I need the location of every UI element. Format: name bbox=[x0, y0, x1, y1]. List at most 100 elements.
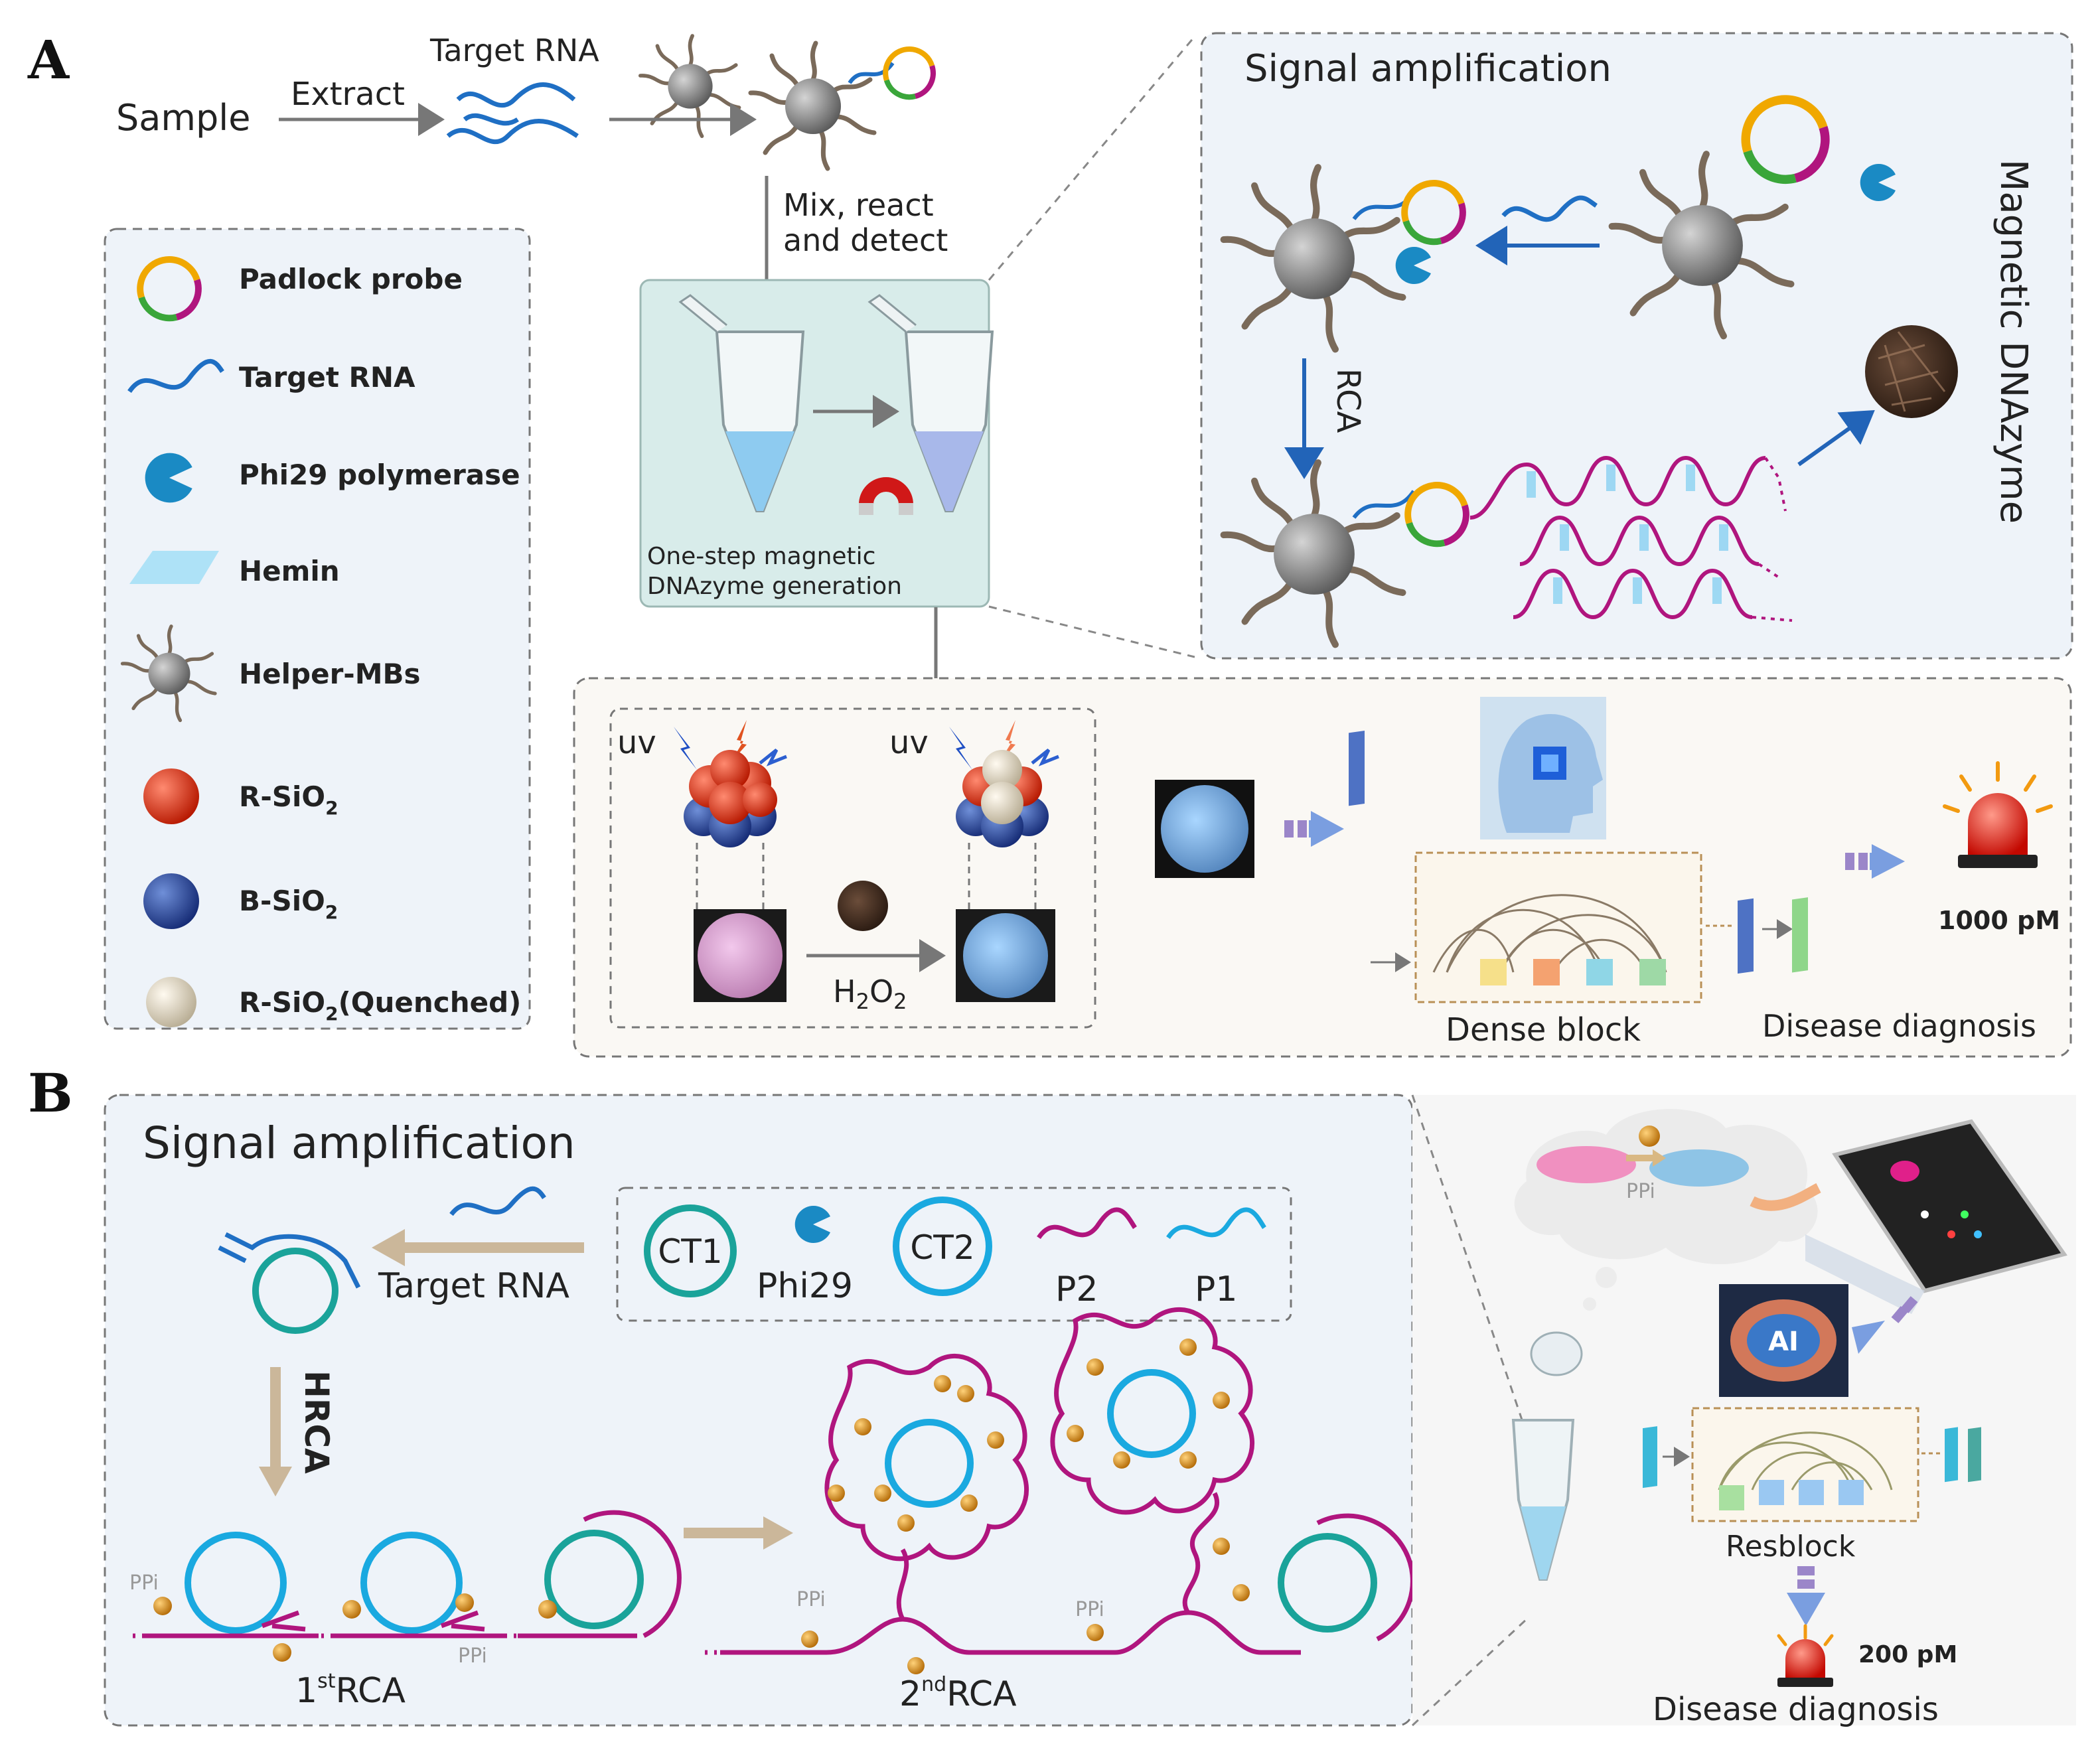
thought-cloud-icon bbox=[1514, 1109, 1818, 1311]
concentration-label-a: 1000 pM bbox=[1938, 906, 2060, 935]
h2o2-label: H2O2 bbox=[833, 974, 907, 1014]
legend-cream-sphere-icon bbox=[146, 977, 196, 1027]
b-ct1-bound-icon bbox=[218, 1232, 361, 1334]
well-pink-icon bbox=[698, 913, 783, 998]
helper-mb-bound-icon bbox=[751, 43, 874, 169]
signal-amp-title-a: Signal amplification bbox=[1244, 47, 1612, 90]
resnet-icon bbox=[1643, 1407, 1981, 1522]
tube-right-icon bbox=[867, 294, 994, 512]
tube-b-icon bbox=[1511, 1331, 1583, 1581]
uv-lightning-right-icon bbox=[949, 720, 1059, 770]
reagent-box bbox=[616, 1187, 1292, 1322]
magnetic-dnazyme-arrow bbox=[1797, 410, 1875, 467]
ai-brain-icon bbox=[1719, 1284, 1848, 1397]
ppi-label-1: PPi bbox=[129, 1571, 159, 1595]
legend-box bbox=[104, 228, 531, 1030]
rca1-group-icon bbox=[133, 1510, 682, 1662]
well-image-icon bbox=[1161, 785, 1248, 873]
zoom-line-b-bottom bbox=[1411, 1618, 1528, 1727]
dense-block-label: Dense block bbox=[1446, 1011, 1641, 1049]
resblock-down-arrow-icon bbox=[1787, 1566, 1825, 1626]
helper-mb-icon bbox=[640, 36, 739, 136]
legend-label-r-sio2: R-SiO2 bbox=[239, 780, 338, 819]
legend-target-rna-icon bbox=[127, 358, 224, 394]
uv-lightning-left-icon bbox=[674, 720, 787, 770]
resblock-label: Resblock bbox=[1726, 1530, 1856, 1564]
panel-b-letter: B bbox=[28, 1062, 73, 1124]
legend-red-sphere-icon bbox=[143, 768, 199, 824]
b-target-rna-icon bbox=[449, 1186, 546, 1216]
p2-label: P2 bbox=[1055, 1270, 1098, 1309]
rca2-group-icon bbox=[704, 1307, 1415, 1674]
ppi-label-cloud: PPi bbox=[1626, 1180, 1655, 1203]
one-step-label-1: One-step magnetic bbox=[647, 543, 875, 570]
magnetic-dnazyme-icon bbox=[1865, 325, 1958, 418]
one-step-label-2: DNAzyme generation bbox=[647, 573, 902, 600]
magnetic-dnazyme-label: Magnetic DNAzyme bbox=[1992, 159, 2035, 524]
legend-label-target-rna: Target RNA bbox=[239, 361, 415, 394]
sa-target-rna-icon bbox=[1501, 195, 1598, 222]
signal-amp-title-b: Signal amplification bbox=[143, 1118, 575, 1169]
concentration-label-b: 200 pM bbox=[1858, 1641, 1957, 1668]
uv-label-left: uv bbox=[617, 724, 656, 761]
b-rca-transition-arrow-head bbox=[763, 1516, 793, 1550]
sa-rca-rna-icon bbox=[1352, 490, 1416, 519]
zoom-line-top bbox=[988, 36, 1196, 281]
disease-diagnosis-label-a: Disease diagnosis bbox=[1762, 1008, 2036, 1044]
dnazyme-small-icon bbox=[838, 881, 888, 931]
target-rna-label: Target RNA bbox=[429, 33, 599, 68]
ai-head-icon bbox=[1480, 697, 1606, 839]
mix-label-2: and detect bbox=[783, 222, 948, 258]
rca2-label: 2ndRCA bbox=[899, 1673, 1017, 1714]
b-target-rna-label: Target RNA bbox=[378, 1266, 569, 1306]
ct1-label: CT1 bbox=[658, 1232, 722, 1271]
panel-a-letter: A bbox=[27, 29, 70, 91]
ct2-circle-icon bbox=[893, 1197, 992, 1296]
zoom-line-bottom bbox=[988, 605, 1195, 658]
hrca-arrow-head bbox=[259, 1467, 292, 1496]
disease-diagnosis-label-b: Disease diagnosis bbox=[1653, 1691, 1939, 1728]
legend-label-helper-mb: Helper-MBs bbox=[239, 658, 421, 690]
legend-label-phi29: Phi29 polymerase bbox=[239, 459, 520, 491]
magnet-icon bbox=[859, 477, 913, 515]
phi29-label: Phi29 bbox=[757, 1266, 853, 1306]
ppi-label-2: PPi bbox=[458, 1644, 487, 1668]
target-rna-strands-icon bbox=[446, 82, 579, 145]
rca1-label: 1stRCA bbox=[295, 1670, 406, 1711]
tube-left-icon bbox=[678, 294, 805, 512]
legend-label-b-sio2: B-SiO2 bbox=[239, 885, 338, 923]
legend-blue-sphere-icon bbox=[143, 873, 199, 929]
alarm-icon-a bbox=[1943, 761, 2053, 868]
sphere-cluster-left-icon bbox=[684, 750, 777, 847]
ppi-label-4: PPi bbox=[1075, 1598, 1104, 1621]
rca-product-icon bbox=[1469, 455, 1793, 622]
extract-label: Extract bbox=[291, 76, 405, 113]
b-target-arrow-head bbox=[372, 1229, 405, 1266]
alarm-icon-b bbox=[1777, 1624, 1834, 1687]
dashed-arrow-2-icon bbox=[1845, 844, 1905, 879]
mix-label-1: Mix, react bbox=[783, 187, 934, 223]
ai-label: AI bbox=[1768, 1327, 1799, 1357]
dashed-arrow-1-icon bbox=[1284, 811, 1344, 847]
cloud-to-phone-arrow bbox=[1750, 1183, 1821, 1211]
legend-hemin-icon bbox=[129, 551, 219, 584]
ppi-label-3: PPi bbox=[796, 1588, 826, 1611]
sphere-cluster-right-icon bbox=[956, 750, 1049, 847]
uv-subpanel bbox=[609, 707, 1096, 1029]
rca-label: RCA bbox=[1329, 368, 1367, 433]
zoom-line-b-top bbox=[1411, 1094, 1528, 1434]
p1-label: P1 bbox=[1195, 1270, 1237, 1309]
ct2-label: CT2 bbox=[910, 1228, 974, 1267]
uv-label-right: uv bbox=[889, 724, 929, 761]
padlock-probe-bound-icon bbox=[885, 49, 933, 97]
legend-label-r-sio2-quenched: R-SiO2(Quenched) bbox=[239, 986, 521, 1025]
legend-label-hemin: Hemin bbox=[239, 555, 340, 587]
legend-label-padlock: Padlock probe bbox=[239, 263, 463, 295]
p2-strand-icon bbox=[1037, 1207, 1137, 1240]
p1-strand-icon bbox=[1166, 1207, 1266, 1240]
hrca-label: HRCA bbox=[297, 1370, 336, 1474]
well-blue-icon bbox=[963, 913, 1048, 998]
phone-to-ai-arrow-icon bbox=[1852, 1296, 1918, 1354]
ct1-circle-icon bbox=[644, 1204, 737, 1297]
